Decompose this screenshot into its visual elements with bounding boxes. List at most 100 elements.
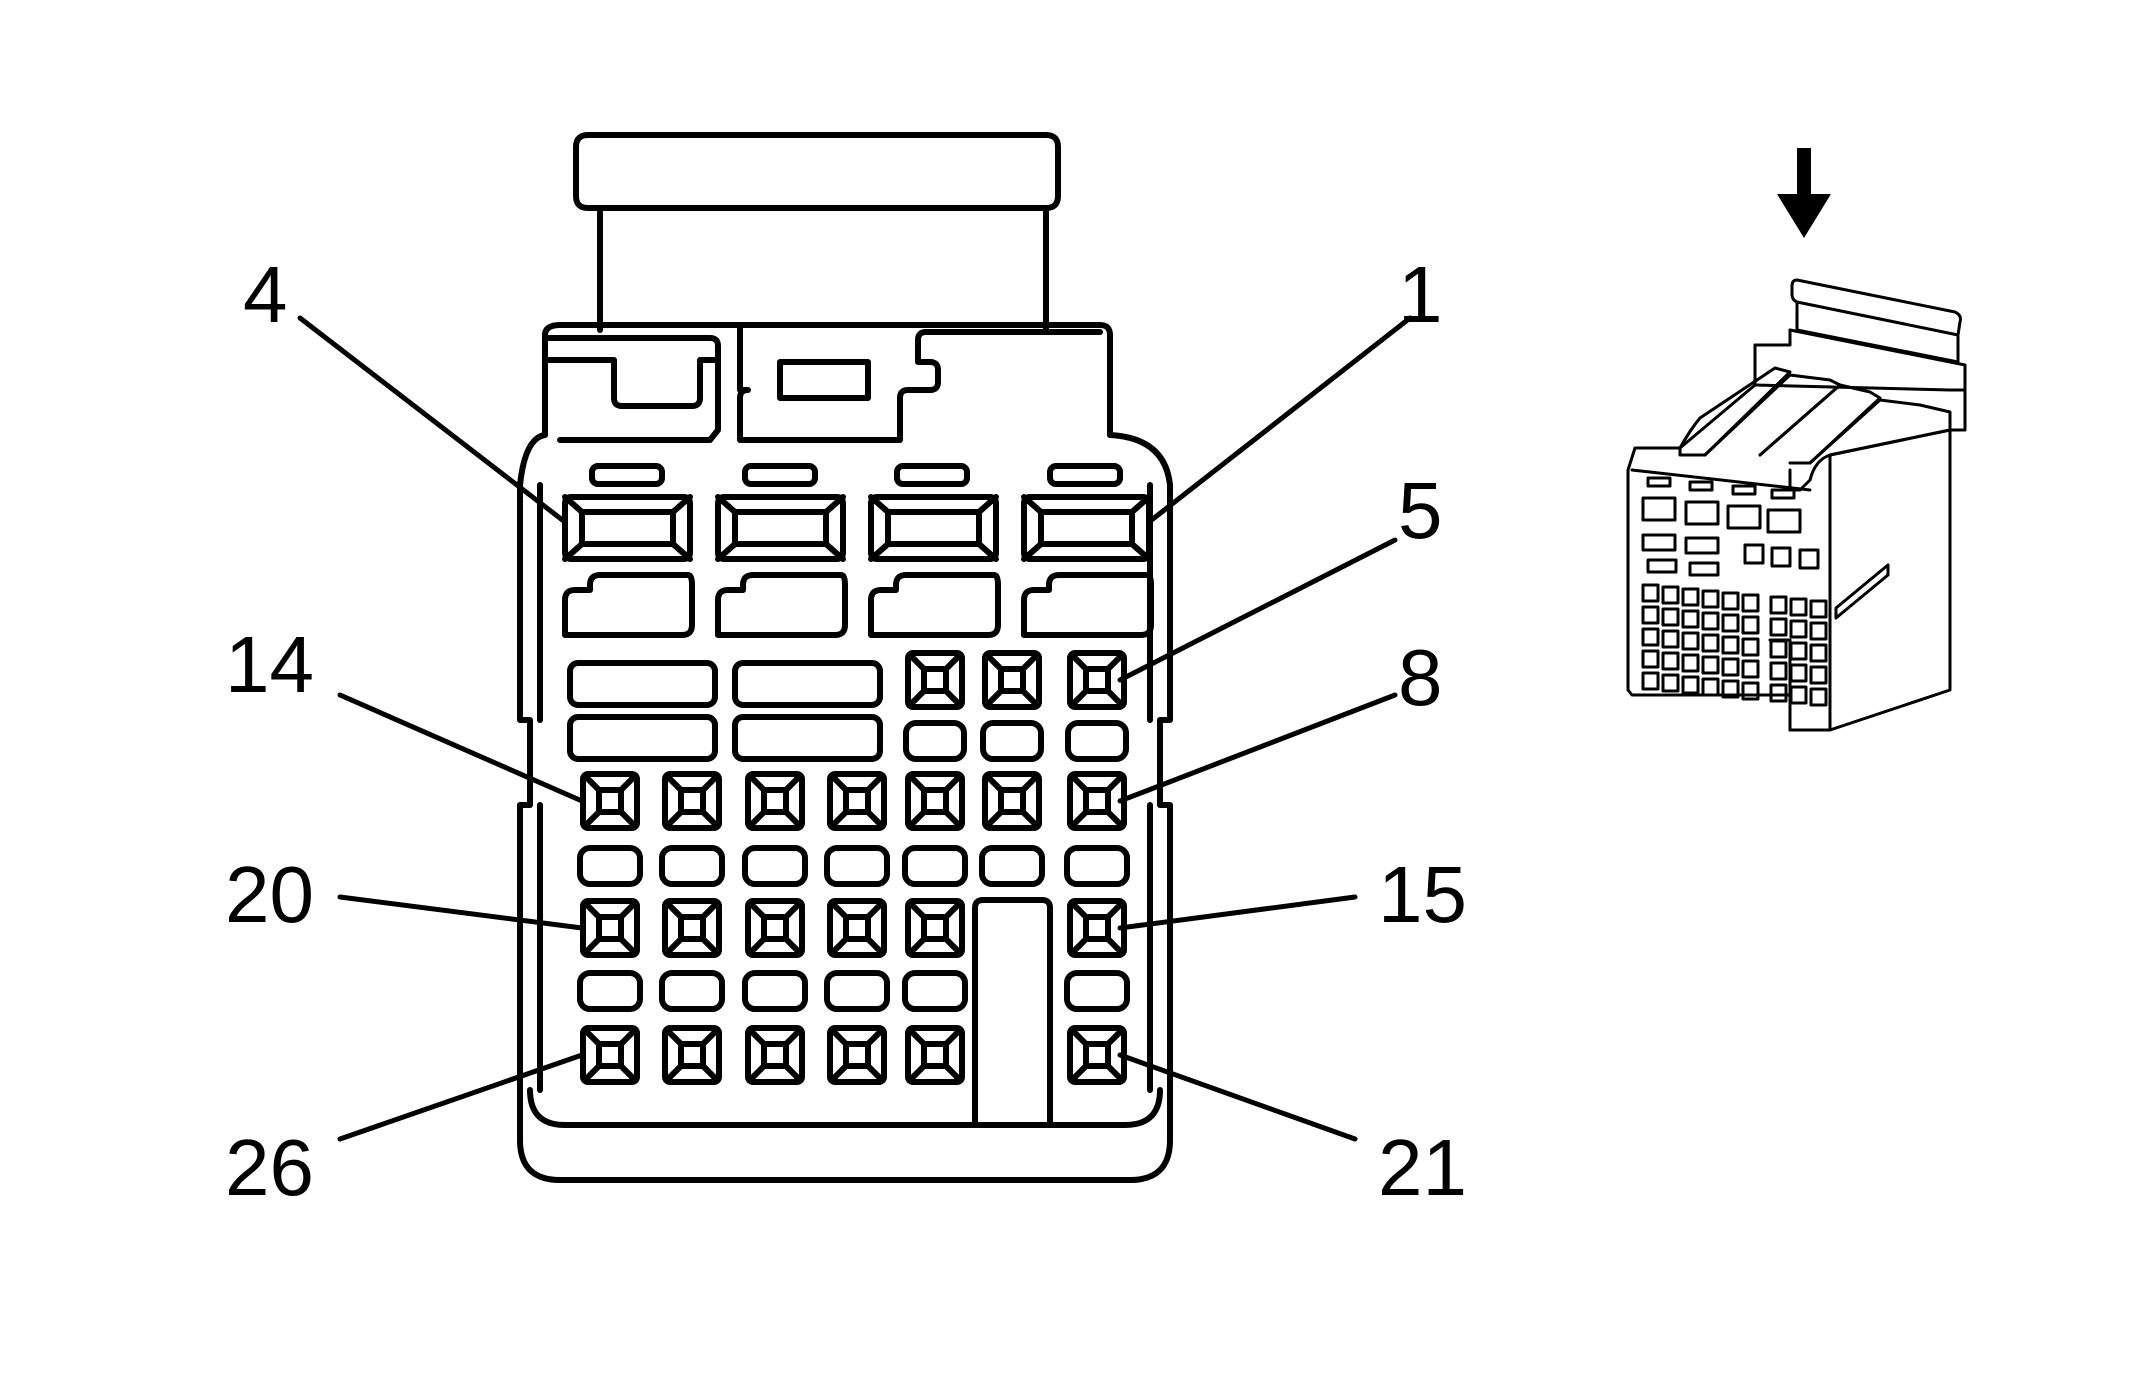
blank-cavity [980, 720, 1044, 762]
blank-cavity [1064, 845, 1130, 887]
leader-pin-20 [337, 894, 585, 931]
isometric-cell-grid [1641, 583, 1828, 707]
isometric-cell [1721, 679, 1740, 699]
small-terminal-cavity [982, 650, 1042, 710]
blank-cavity [1065, 720, 1129, 762]
isometric-cell [1701, 611, 1720, 631]
callout-label-pin-4: 4 [243, 250, 288, 339]
isometric-cell [1681, 631, 1700, 651]
connector-isometric-view [1626, 278, 1967, 732]
blank-cavity [659, 845, 725, 887]
small-terminal-cavity [662, 771, 722, 831]
leader-pin-4 [297, 315, 568, 525]
small-terminal-cavity [745, 1025, 805, 1085]
isometric-cell [1789, 619, 1808, 639]
blank-cavity [1064, 970, 1130, 1012]
isometric-cell [1769, 595, 1788, 615]
center-divider [972, 897, 1053, 1128]
leader-pin-1 [1146, 315, 1413, 525]
callout-label-pin-21: 21 [1378, 1123, 1467, 1212]
callout-label-pin-15: 15 [1378, 850, 1467, 939]
isometric-cell [1769, 617, 1788, 637]
isometric-cell [1641, 649, 1660, 669]
isometric-cell [1741, 615, 1760, 635]
isometric-cell [1789, 663, 1808, 683]
small-terminal-cavity [1067, 650, 1127, 710]
blank-cavity [659, 970, 725, 1012]
isometric-front-grid [1630, 468, 1820, 577]
isometric-cell [1641, 627, 1660, 647]
isometric-cell [1721, 657, 1740, 677]
blank-cavities-wide [567, 660, 883, 762]
isometric-cell [1661, 673, 1680, 693]
callout-label-pin-20: 20 [225, 850, 314, 939]
terminal-pin-1 [1021, 494, 1152, 562]
small-terminal-cavity [1067, 771, 1127, 831]
isometric-cell [1809, 599, 1828, 619]
isometric-cell [1701, 677, 1720, 697]
isometric-cell [1741, 681, 1760, 701]
isometric-cell [1641, 671, 1660, 691]
blank-cavity [577, 845, 643, 887]
isometric-cell [1809, 687, 1828, 707]
callout-label-pin-14: 14 [225, 620, 314, 709]
small-terminal-cavity [905, 898, 965, 958]
isometric-cell [1721, 591, 1740, 611]
leader-pin-14 [337, 692, 585, 804]
isometric-cell [1769, 661, 1788, 681]
isometric-cell [1741, 659, 1760, 679]
leader-pin-15 [1117, 894, 1358, 931]
isometric-cell [1789, 641, 1808, 661]
isometric-cell [1769, 639, 1788, 659]
isometric-cell [1681, 675, 1700, 695]
small-terminal-cavity [1067, 898, 1127, 958]
small-terminal-cavity [905, 650, 965, 710]
callout-label-pin-8: 8 [1398, 633, 1443, 722]
small-terminal-cavity [745, 898, 805, 958]
small-terminal-cavity [905, 1025, 965, 1085]
small-terminal-cavity [905, 771, 965, 831]
leader-pin-8 [1117, 692, 1398, 804]
small-terminal-cavity [745, 771, 805, 831]
callout-leaders [297, 315, 1413, 1142]
blank-cavity [824, 845, 890, 887]
callout-label-pin-1: 1 [1398, 250, 1443, 339]
callout-labels: 4 1 5 14 8 20 15 26 21 [225, 250, 1467, 1212]
small-terminal-cavity [827, 771, 887, 831]
blank-cavity [902, 845, 968, 887]
down-arrow-icon [1777, 148, 1831, 238]
isometric-cell [1769, 683, 1788, 703]
blank-cavity [824, 970, 890, 1012]
isometric-cell [1721, 613, 1740, 633]
leader-pin-5 [1117, 537, 1398, 683]
small-terminal-cavity [982, 771, 1042, 831]
terminal-pin-3 [715, 494, 846, 562]
isometric-cell [1701, 633, 1720, 653]
small-terminal-cavity [580, 1025, 640, 1085]
isometric-cell [1681, 587, 1700, 607]
blank-cavity [742, 970, 808, 1012]
small-terminal-cavity [827, 1025, 887, 1085]
blank-cavity-grid [577, 720, 1130, 1012]
connector-top-latch [573, 132, 1061, 333]
isometric-cell [1701, 589, 1720, 609]
isometric-cell [1789, 597, 1808, 617]
blank-cavity [903, 720, 967, 762]
callout-label-pin-5: 5 [1398, 466, 1443, 555]
callout-label-pin-26: 26 [225, 1123, 314, 1212]
isometric-cell [1681, 653, 1700, 673]
small-terminal-cavity [580, 898, 640, 958]
small-terminal-cavity [1067, 1025, 1127, 1085]
leader-pin-21 [1117, 1052, 1358, 1142]
isometric-cell [1661, 607, 1680, 627]
isometric-cell [1789, 685, 1808, 705]
blank-cavity [902, 970, 968, 1012]
connector-body [517, 322, 1173, 1183]
isometric-cell [1741, 637, 1760, 657]
small-terminal-cavity [662, 898, 722, 958]
small-terminal-cavity [662, 1025, 722, 1085]
terminal-pin-2 [868, 494, 999, 562]
small-terminal-cavity [827, 898, 887, 958]
large-terminal-row [562, 463, 1154, 638]
